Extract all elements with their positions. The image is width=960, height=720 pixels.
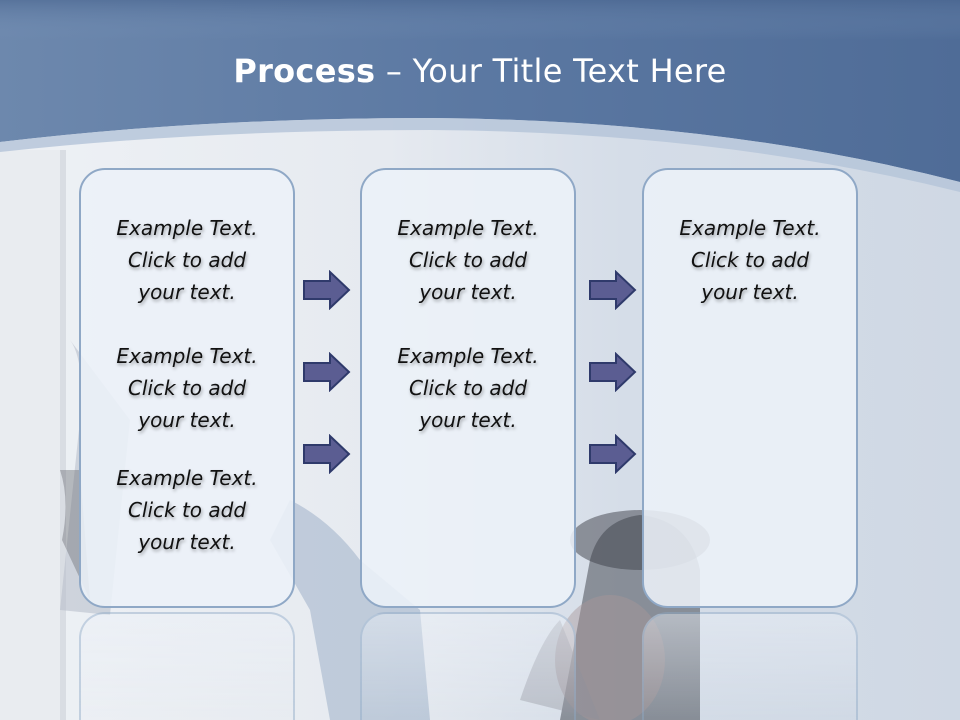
right-arrow-icon[interactable] bbox=[302, 352, 352, 392]
text-placeholder[interactable]: Example Text. Click to add your text. bbox=[362, 340, 574, 436]
text-line: Click to add bbox=[127, 248, 247, 272]
text-line: your text. bbox=[701, 280, 799, 304]
text-line: your text. bbox=[419, 408, 517, 432]
text-line: your text. bbox=[138, 530, 236, 554]
text-line: Click to add bbox=[408, 248, 528, 272]
right-arrow-icon[interactable] bbox=[302, 270, 352, 310]
text-placeholder[interactable]: Example Text. Click to add your text. bbox=[81, 340, 293, 436]
text-line: Click to add bbox=[690, 248, 810, 272]
text-placeholder[interactable]: Example Text. Click to add your text. bbox=[81, 212, 293, 308]
box-reflection bbox=[642, 612, 858, 720]
text-line: Example Text. bbox=[679, 216, 821, 240]
process-box-3[interactable]: Example Text. Click to add your text. bbox=[642, 168, 858, 608]
text-line: Click to add bbox=[127, 376, 247, 400]
text-line: Example Text. bbox=[116, 216, 258, 240]
slide-title[interactable]: Process – Your Title Text Here bbox=[0, 52, 960, 90]
title-bold-part: Process bbox=[233, 52, 376, 90]
text-placeholder[interactable]: Example Text. Click to add your text. bbox=[81, 462, 293, 558]
text-placeholder[interactable]: Example Text. Click to add your text. bbox=[362, 212, 574, 308]
right-arrow-icon[interactable] bbox=[302, 434, 352, 474]
right-arrow-icon[interactable] bbox=[588, 270, 638, 310]
text-line: Example Text. bbox=[397, 344, 539, 368]
text-line: Click to add bbox=[408, 376, 528, 400]
text-line: Example Text. bbox=[397, 216, 539, 240]
text-placeholder[interactable]: Example Text. Click to add your text. bbox=[644, 212, 856, 308]
box-reflection bbox=[360, 612, 576, 720]
text-line: your text. bbox=[138, 408, 236, 432]
text-line: your text. bbox=[138, 280, 236, 304]
right-arrow-icon[interactable] bbox=[588, 434, 638, 474]
text-line: your text. bbox=[419, 280, 517, 304]
text-line: Click to add bbox=[127, 498, 247, 522]
text-line: Example Text. bbox=[116, 466, 258, 490]
text-line: Example Text. bbox=[116, 344, 258, 368]
process-box-2[interactable]: Example Text. Click to add your text. Ex… bbox=[360, 168, 576, 608]
right-arrow-icon[interactable] bbox=[588, 352, 638, 392]
process-box-1[interactable]: Example Text. Click to add your text. Ex… bbox=[79, 168, 295, 608]
title-rest-part: – Your Title Text Here bbox=[375, 52, 727, 90]
box-reflection bbox=[79, 612, 295, 720]
